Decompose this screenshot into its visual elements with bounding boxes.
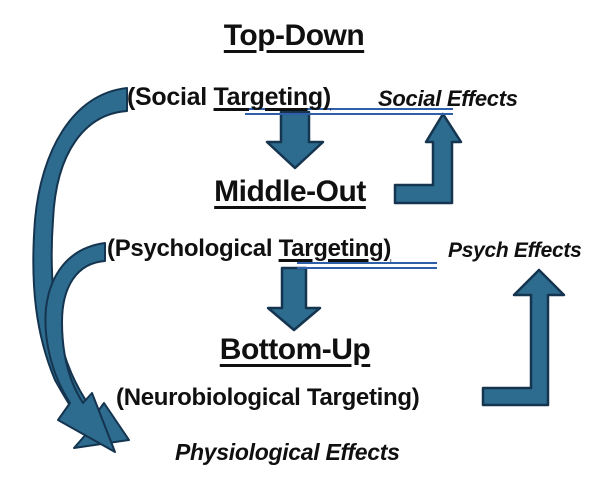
heading-bottom-up: Bottom-Up	[219, 333, 371, 366]
label-physiological-effects: Physiological Effects	[175, 439, 400, 465]
label-neurobiological-targeting: (Neurobiological Targeting)	[116, 384, 420, 411]
grammar-underline-social-targeting	[245, 108, 453, 115]
label-social-effects: Social Effects	[378, 86, 518, 111]
label-social-targeting-underlined: Targeting)	[213, 83, 332, 111]
label-psychological-targeting-prefix: (Psychological	[107, 235, 279, 262]
elbow-arrow-middle-to-social-effects	[393, 112, 463, 205]
label-psychological-targeting: (Psychological Targeting)	[107, 235, 392, 263]
label-psych-effects: Psych Effects	[448, 239, 582, 262]
heading-top-down: Top-Down	[223, 19, 365, 52]
curved-arrow-psychological-to-physiological	[44, 242, 116, 453]
down-arrow-top-to-middle	[265, 110, 325, 170]
elbow-arrow-bottom-to-psych-effects	[481, 268, 566, 407]
grammar-underline-psychological-targeting	[297, 262, 437, 269]
heading-middle-out: Middle-Out	[214, 175, 366, 208]
label-social-targeting: (Social Targeting)	[127, 83, 331, 111]
down-arrow-middle-to-bottom	[266, 266, 322, 332]
label-social-targeting-prefix: (Social	[127, 83, 214, 111]
label-psychological-targeting-underlined: Targeting)	[278, 235, 392, 262]
